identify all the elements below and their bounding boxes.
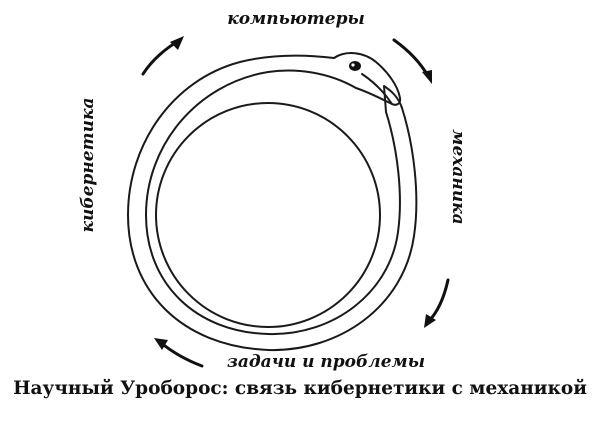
snake-inner-outline xyxy=(145,69,401,336)
snake-head xyxy=(333,52,403,113)
cycle-arrows xyxy=(141,36,450,368)
label-left: кибернетика xyxy=(78,98,98,233)
label-top: компьютеры xyxy=(227,9,365,29)
snake-outer-outline xyxy=(127,54,418,352)
arrow-top-right xyxy=(392,38,430,78)
snake-jaw xyxy=(361,73,393,105)
snake-body xyxy=(127,54,418,352)
diagram-caption: Научный Уроборос: связь кибернетики с ме… xyxy=(13,378,587,399)
snake-eye-highlight xyxy=(351,63,355,67)
arrow-top-right-head xyxy=(422,70,432,84)
arrow-top-left-head xyxy=(170,36,184,50)
label-right: механика xyxy=(448,129,468,224)
arrow-bottom-right xyxy=(426,278,450,324)
label-bottom: задачи и проблемы xyxy=(227,352,425,372)
arrow-bottom-left-head xyxy=(154,338,168,350)
snake-tail xyxy=(383,85,403,113)
snake-head-outline xyxy=(333,52,402,106)
snake-eye-icon xyxy=(349,61,361,71)
arrow-bottom-right-head xyxy=(424,314,436,328)
ring-inner-circle xyxy=(155,102,381,328)
arrow-bottom-left xyxy=(158,340,204,368)
